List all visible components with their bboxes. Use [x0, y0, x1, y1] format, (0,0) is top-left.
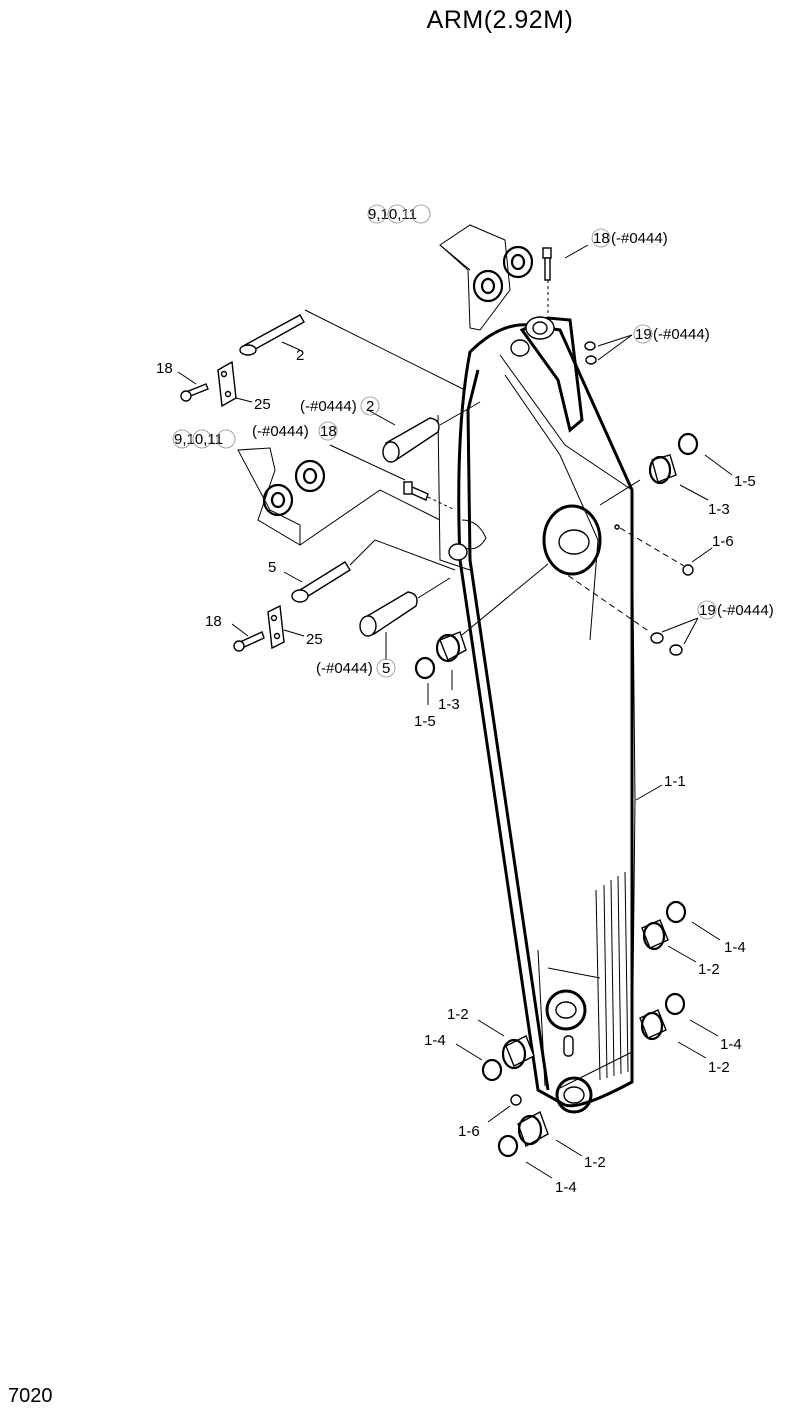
washers-top [439, 224, 534, 331]
label-bushing-1-2-a: 1-2 [698, 961, 720, 978]
pin-2-upper [239, 309, 466, 391]
label-ring-1-4-b: 1-4 [424, 1032, 446, 1049]
arm-body [437, 323, 636, 1108]
label-fitting-1-6-bottom: 1-6 [458, 1123, 480, 1140]
label-bolt-18-lower: 18 [205, 613, 222, 630]
label-bushing-1-2-d: 1-2 [584, 1154, 606, 1171]
page-number: 7020 [8, 1385, 53, 1407]
label-ring-1-4-a: 1-4 [724, 939, 746, 956]
nuts-top [584, 334, 633, 365]
label-plate-25-lower: 25 [306, 631, 323, 648]
mid-boss [448, 504, 620, 576]
label-pin5-old-num: 5 [382, 660, 390, 677]
label-pin-5: 5 [268, 559, 276, 576]
label-arm-body: 1-1 [664, 773, 686, 790]
label-bushing-1-2-c: 1-2 [708, 1059, 730, 1076]
bushing-lower-left [455, 1019, 535, 1082]
label-bolt18-old-prefix: (-#0444) [252, 423, 309, 440]
label-nut-top-num: 19 [635, 326, 652, 343]
nuts-mid [559, 569, 699, 656]
bushing-right-group [599, 432, 733, 506]
label-plate-25-upper: 25 [254, 396, 271, 413]
label-ring-1-5-right: 1-5 [734, 473, 756, 490]
label-washers-left: 9,10,11 [174, 431, 223, 448]
label-bolt-top-suffix: (-#0444) [611, 230, 668, 247]
bushing-lower-right-2 [639, 992, 719, 1059]
label-fitting-1-6-right: 1-6 [712, 533, 734, 550]
label-bushing-1-3-left: 1-3 [438, 696, 460, 713]
label-pin2-old-prefix: (-#0444) [300, 398, 357, 415]
pin-2-old [367, 401, 481, 463]
label-bolt18-old-num: 18 [320, 423, 337, 440]
pin-5 [283, 539, 456, 603]
top-bracket [510, 316, 584, 433]
label-bushing-1-2-b: 1-2 [447, 1006, 469, 1023]
label-ring-1-4-d: 1-4 [555, 1179, 577, 1196]
plate-25-upper [177, 360, 253, 408]
label-pin2-old-num: 2 [366, 398, 374, 415]
label-pin5-old-prefix: (-#0444) [316, 660, 373, 677]
bolt-top [542, 244, 589, 315]
label-washers-top: 9,10,11 [368, 206, 417, 223]
label-pin-2: 2 [296, 347, 304, 364]
label-bolt-top-num: 18 [593, 230, 610, 247]
label-nut-mid-suffix: (-#0444) [717, 602, 774, 619]
fitting-bottom [487, 1094, 522, 1123]
diagram-title: ARM(2.92M) [426, 6, 574, 34]
label-bolt-18-upper: 18 [156, 360, 173, 377]
bushing-bottom [497, 1110, 583, 1179]
fitting-right [619, 527, 713, 576]
label-nut-mid-num: 19 [699, 602, 716, 619]
bottom-bosses [545, 989, 593, 1114]
label-ring-1-4-c: 1-4 [720, 1036, 742, 1053]
plate-25-lower [231, 604, 305, 652]
bushing-lower-right-1 [641, 900, 721, 963]
callout-labels: 9,10,11 18 (-#0444) 19 (-#0444) 2 18 25 … [156, 204, 774, 1196]
label-ring-1-5-left: 1-5 [414, 713, 436, 730]
bolt-18-old [329, 444, 456, 511]
pin-5-old [359, 577, 451, 660]
bushing-left-group [414, 563, 549, 705]
label-nut-top-suffix: (-#0444) [653, 326, 710, 343]
label-bushing-1-3-right: 1-3 [708, 501, 730, 518]
washers-left [237, 447, 441, 546]
arm-leader [635, 784, 663, 801]
